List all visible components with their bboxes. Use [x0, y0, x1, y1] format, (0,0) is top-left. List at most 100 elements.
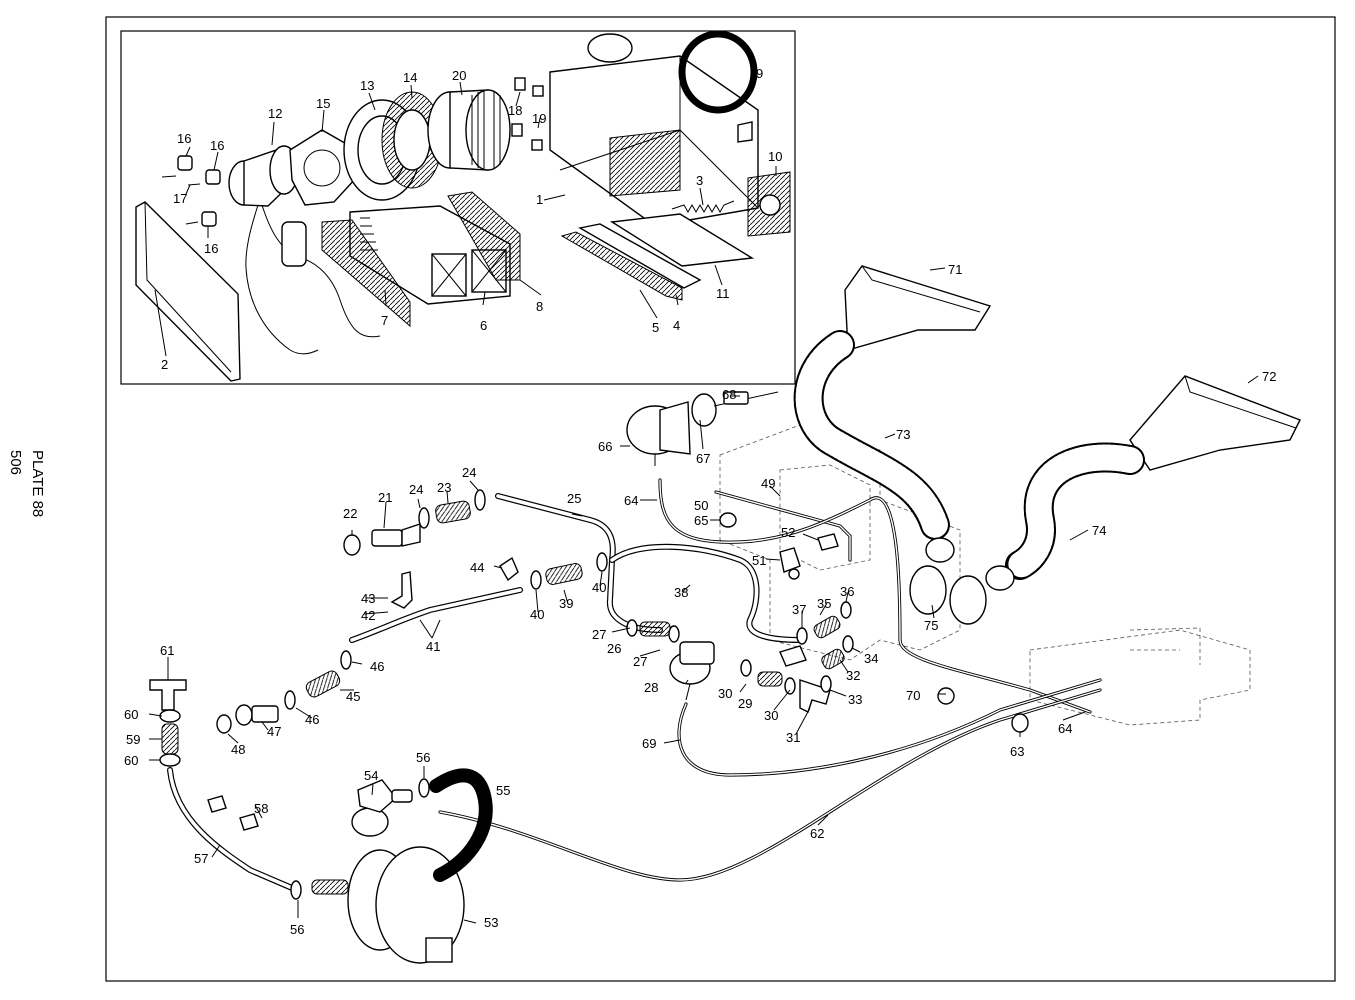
label-56b: 56: [290, 922, 304, 937]
label-24b: 24: [462, 465, 476, 480]
label-63: 63: [1010, 744, 1024, 759]
label-30b: 30: [764, 708, 778, 723]
label-26: 26: [607, 641, 621, 656]
label-21: 21: [378, 490, 392, 505]
label-1: 1: [536, 192, 543, 207]
label-53: 53: [484, 915, 498, 930]
label-29: 29: [738, 696, 752, 711]
clip-56a: [290, 880, 302, 900]
label-7: 7: [381, 313, 388, 328]
hose-connectors: [909, 537, 1015, 625]
clips: [511, 77, 544, 151]
label-19: 19: [532, 111, 546, 126]
label-13: 13: [360, 78, 374, 93]
label-40b: 40: [592, 580, 606, 595]
blower-motor: [228, 145, 381, 355]
cover-plate: [135, 201, 241, 382]
label-58: 58: [254, 801, 268, 816]
clip-46b: [284, 690, 296, 710]
label-27a: 27: [592, 627, 606, 642]
label-28: 28: [644, 680, 658, 695]
label-42: 42: [361, 608, 375, 623]
label-48: 48: [231, 742, 245, 757]
grommet-63: [1011, 713, 1029, 733]
hose-23: [435, 500, 471, 524]
label-15: 15: [316, 96, 330, 111]
clip-60b: [159, 753, 181, 767]
label-11: 11: [716, 286, 730, 301]
heater-case: [549, 33, 759, 227]
clips-58: [207, 795, 259, 831]
label-16b: 16: [210, 138, 224, 153]
label-16c: 16: [204, 241, 218, 256]
hose-59: [161, 723, 179, 755]
label-33: 33: [848, 692, 862, 707]
callout-labels: 1 2 3 4 5 6 7 8 9 10 11 12 13 14 15 16 1…: [124, 66, 1276, 937]
motor-gasket: [289, 129, 357, 206]
label-59: 59: [126, 732, 140, 747]
label-72: 72: [1262, 369, 1276, 384]
label-60b: 60: [124, 753, 138, 768]
label-55: 55: [496, 783, 510, 798]
label-4: 4: [673, 318, 680, 333]
hose-39: [545, 563, 583, 585]
air-duct-lower: [1129, 375, 1301, 471]
hose-29: [757, 671, 783, 687]
label-62: 62: [810, 826, 824, 841]
label-3: 3: [696, 173, 703, 188]
hose-26: [639, 621, 671, 637]
label-49: 49: [761, 476, 775, 491]
fixing-screws: [161, 155, 221, 227]
label-68: 68: [722, 387, 736, 402]
air-duct-upper: [844, 265, 992, 351]
label-5: 5: [652, 320, 659, 335]
label-45: 45: [346, 689, 360, 704]
clip-44: [499, 556, 519, 582]
label-10: 10: [768, 149, 782, 164]
label-41: 41: [426, 639, 440, 654]
base-plate: [609, 213, 755, 267]
label-46b: 46: [305, 712, 319, 727]
label-24a: 24: [409, 482, 423, 497]
rod-clip: [723, 391, 749, 405]
clip-51: [779, 547, 801, 573]
clip-40b: [596, 552, 608, 572]
hose-35: [813, 615, 841, 639]
grommet-65: [719, 512, 737, 528]
leader-lines: [148, 71, 1259, 924]
label-22: 22: [343, 506, 357, 521]
label-20: 20: [452, 68, 466, 83]
label-38: 38: [674, 585, 688, 600]
label-52: 52: [781, 525, 795, 540]
washer-48: [216, 714, 232, 734]
label-32: 32: [846, 668, 860, 683]
heater-unit-exploded-view: [135, 30, 791, 382]
label-54: 54: [364, 768, 378, 783]
outer-frame: [105, 16, 1336, 982]
fan-wheel: [427, 89, 511, 171]
label-51: 51: [752, 553, 766, 568]
label-27b: 27: [633, 654, 647, 669]
label-40a: 40: [530, 607, 544, 622]
label-46a: 46: [370, 659, 384, 674]
label-2: 2: [161, 357, 168, 372]
label-57: 57: [194, 851, 208, 866]
hose-45: [305, 670, 341, 698]
label-65: 65: [694, 513, 708, 528]
label-73: 73: [896, 427, 910, 442]
foam-strip: [578, 223, 702, 289]
label-64a: 64: [624, 493, 638, 508]
clip-56b: [418, 778, 430, 798]
label-35: 35: [817, 596, 831, 611]
label-36: 36: [840, 584, 854, 599]
vacuum-valve: [669, 641, 715, 701]
label-56a: 56: [416, 750, 430, 765]
label-14: 14: [403, 70, 417, 85]
label-12: 12: [268, 106, 282, 121]
label-69: 69: [642, 736, 656, 751]
label-34: 34: [864, 651, 878, 666]
body-outline: [719, 424, 1251, 726]
clip-46a: [340, 650, 352, 670]
adaptor-47: [235, 704, 279, 726]
